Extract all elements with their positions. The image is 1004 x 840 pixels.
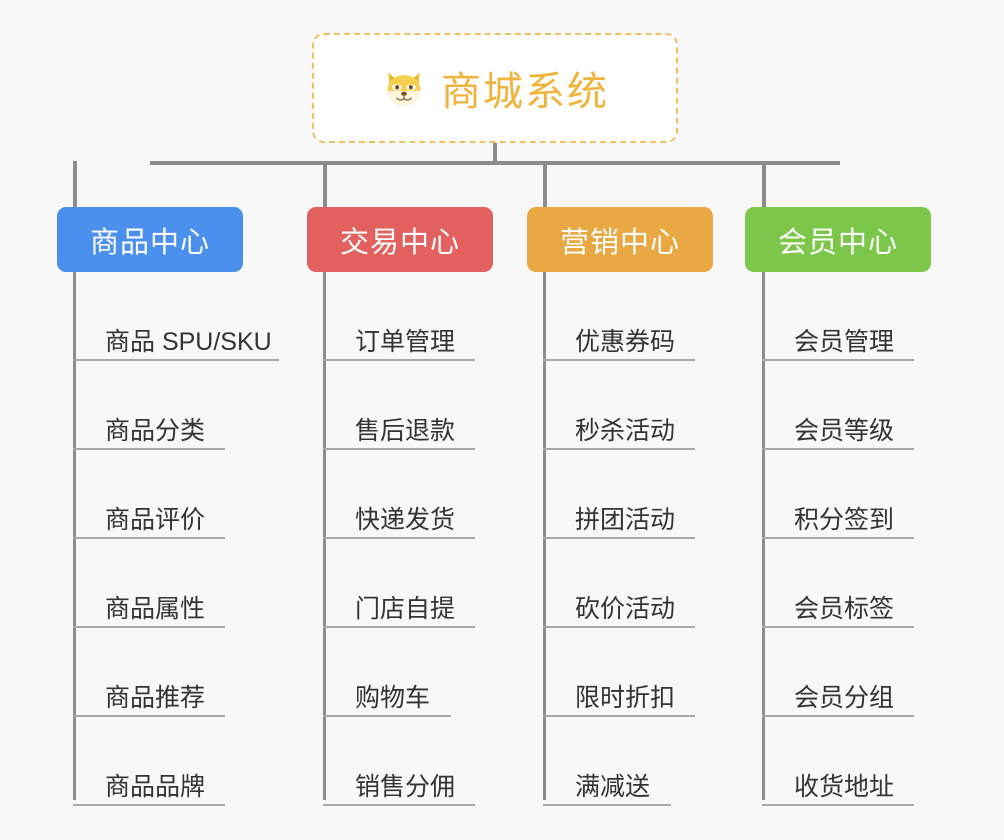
- leaf-item-label: 优惠券码: [575, 328, 676, 356]
- leaf-item-label: 拼团活动: [575, 506, 676, 534]
- leaf-underline: [543, 715, 695, 717]
- leaf-item[interactable]: 积分签到: [762, 450, 914, 539]
- leaf-underline: [73, 804, 225, 806]
- category-box-2[interactable]: 营销中心: [527, 207, 713, 272]
- leaf-item-label: 购物车: [355, 684, 431, 712]
- leaf-item[interactable]: 会员管理: [762, 272, 914, 361]
- leaf-item-label: 限时折扣: [575, 684, 676, 712]
- leaf-item-label: 商品属性: [105, 595, 206, 623]
- leaf-item[interactable]: 售后退款: [323, 361, 475, 450]
- leaf-item-label: 商品 SPU/SKU: [105, 328, 272, 356]
- leaf-underline: [323, 537, 475, 539]
- leaf-underline: [323, 626, 475, 628]
- leaf-underline: [543, 537, 695, 539]
- leaf-item-label: 商品分类: [105, 417, 206, 445]
- leaf-underline: [73, 359, 279, 361]
- shiba-dog-face-icon: [381, 65, 427, 111]
- leaf-item[interactable]: 满减送: [543, 717, 691, 806]
- leaf-trunk-line: [323, 272, 326, 800]
- category-box-3[interactable]: 会员中心: [745, 207, 931, 272]
- leaf-underline: [73, 537, 225, 539]
- leaf-item[interactable]: 拼团活动: [543, 450, 695, 539]
- category-label: 会员中心: [777, 226, 898, 259]
- leaf-item-label: 会员等级: [794, 417, 895, 445]
- category-label: 营销中心: [559, 226, 680, 259]
- leaf-item[interactable]: 商品 SPU/SKU: [73, 272, 288, 361]
- leaf-item[interactable]: 商品属性: [73, 539, 288, 628]
- leaf-item[interactable]: 限时折扣: [543, 628, 695, 717]
- leaf-underline: [762, 537, 914, 539]
- leaf-item[interactable]: 会员等级: [762, 361, 914, 450]
- leaf-item[interactable]: 秒杀活动: [543, 361, 695, 450]
- leaf-column-2: 优惠券码秒杀活动拼团活动砍价活动限时折扣满减送: [543, 272, 695, 806]
- leaf-item-label: 商品评价: [105, 506, 206, 534]
- leaf-underline: [73, 448, 225, 450]
- leaf-item[interactable]: 商品品牌: [73, 717, 288, 806]
- leaf-item[interactable]: 商品评价: [73, 450, 288, 539]
- leaf-item-label: 积分签到: [794, 506, 895, 534]
- leaf-item-label: 订单管理: [355, 328, 456, 356]
- connector-drop-2: [543, 161, 547, 207]
- leaf-item[interactable]: 门店自提: [323, 539, 475, 628]
- leaf-item[interactable]: 快递发货: [323, 450, 475, 539]
- leaf-trunk-line: [543, 272, 546, 800]
- leaf-item-label: 商品品牌: [105, 773, 206, 801]
- connector-drop-3: [762, 161, 766, 207]
- leaf-underline: [543, 804, 671, 806]
- leaf-item-label: 会员分组: [794, 684, 895, 712]
- connector-root-stem: [493, 143, 497, 165]
- leaf-item[interactable]: 销售分佣: [323, 717, 475, 806]
- leaf-item-label: 会员标签: [794, 595, 895, 623]
- root-node[interactable]: 商城系统: [312, 33, 678, 143]
- root-title: 商城系统: [441, 70, 609, 114]
- leaf-item-label: 销售分佣: [355, 773, 456, 801]
- leaf-item[interactable]: 优惠券码: [543, 272, 695, 361]
- leaf-underline: [762, 804, 914, 806]
- leaf-underline: [543, 448, 695, 450]
- category-label: 商品中心: [89, 226, 210, 259]
- leaf-underline: [762, 626, 914, 628]
- connector-drop-0: [73, 161, 77, 207]
- leaf-underline: [323, 715, 451, 717]
- leaf-item[interactable]: 会员标签: [762, 539, 914, 628]
- leaf-column-0: 商品 SPU/SKU 商品分类商品评价商品属性商品推荐商品品牌: [73, 272, 288, 806]
- leaf-item-label: 会员管理: [794, 328, 895, 356]
- leaf-item-label: 收货地址: [794, 773, 895, 801]
- leaf-underline: [762, 715, 914, 717]
- leaf-item[interactable]: 订单管理: [323, 272, 475, 361]
- leaf-item-label: 门店自提: [355, 595, 456, 623]
- category-box-0[interactable]: 商品中心: [57, 207, 243, 272]
- leaf-item[interactable]: 会员分组: [762, 628, 914, 717]
- leaf-underline: [762, 359, 914, 361]
- leaf-item[interactable]: 砍价活动: [543, 539, 695, 628]
- leaf-item[interactable]: 购物车: [323, 628, 471, 717]
- leaf-item-label: 快递发货: [355, 506, 456, 534]
- leaf-trunk-line: [73, 272, 76, 800]
- leaf-underline: [323, 804, 475, 806]
- leaf-trunk-line: [762, 272, 765, 800]
- leaf-underline: [543, 626, 695, 628]
- leaf-item[interactable]: 收货地址: [762, 717, 914, 806]
- leaf-item-label: 砍价活动: [575, 595, 676, 623]
- leaf-underline: [73, 626, 225, 628]
- leaf-column-1: 订单管理售后退款快递发货门店自提购物车销售分佣: [323, 272, 475, 806]
- leaf-item[interactable]: 商品推荐: [73, 628, 288, 717]
- leaf-item-label: 满减送: [575, 773, 651, 801]
- leaf-underline: [543, 359, 695, 361]
- connector-drop-1: [323, 161, 327, 207]
- leaf-underline: [762, 448, 914, 450]
- category-label: 交易中心: [339, 226, 460, 259]
- leaf-underline: [323, 359, 475, 361]
- connector-horizontal-bus: [150, 161, 840, 165]
- leaf-column-3: 会员管理会员等级积分签到会员标签会员分组收货地址: [762, 272, 914, 806]
- leaf-item[interactable]: 商品分类: [73, 361, 288, 450]
- leaf-underline: [323, 448, 475, 450]
- leaf-item-label: 商品推荐: [105, 684, 206, 712]
- leaf-item-label: 秒杀活动: [575, 417, 676, 445]
- leaf-underline: [73, 715, 225, 717]
- leaf-item-label: 售后退款: [355, 417, 456, 445]
- category-box-1[interactable]: 交易中心: [307, 207, 493, 272]
